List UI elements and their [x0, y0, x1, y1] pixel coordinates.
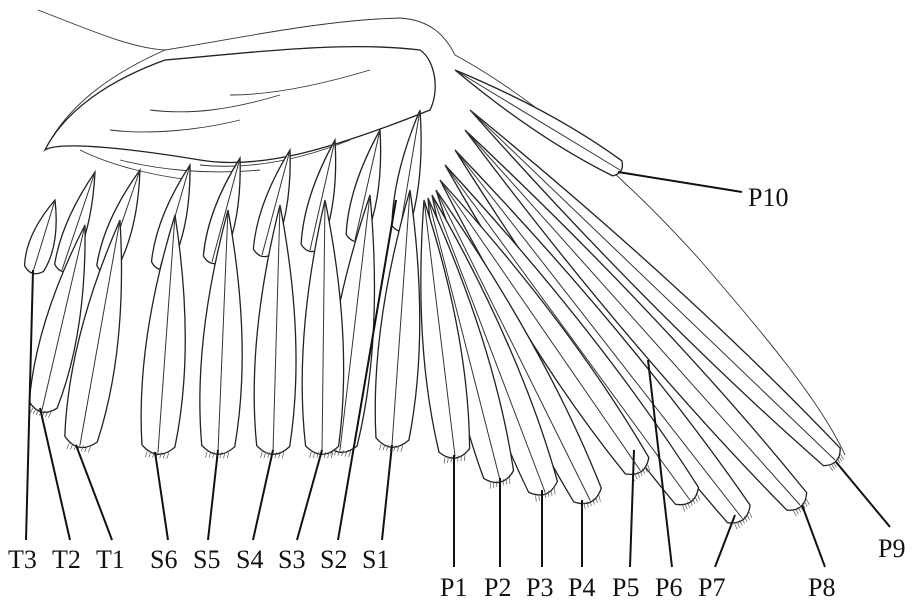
leader-p8: [802, 505, 825, 567]
label-p7: P7: [698, 573, 725, 602]
label-s6: S6: [150, 545, 177, 574]
leader-s6: [155, 452, 168, 540]
leader-s1: [382, 445, 392, 540]
label-p2: P2: [484, 573, 511, 602]
label-s1: S1: [362, 545, 389, 574]
primary-feathers: [421, 70, 844, 529]
label-s5: S5: [193, 545, 220, 574]
tertial-3-feather: [25, 200, 57, 274]
leader-s3: [297, 450, 322, 540]
label-p5: P5: [612, 573, 639, 602]
label-p10: P10: [748, 183, 788, 212]
label-p6: P6: [655, 573, 682, 602]
label-t3: T3: [8, 545, 37, 574]
label-t2: T2: [52, 545, 81, 574]
label-p8: P8: [808, 573, 835, 602]
leader-s5: [208, 450, 218, 540]
leader-p7: [715, 515, 735, 567]
leader-p10: [618, 172, 742, 192]
leader-p9: [836, 462, 890, 527]
label-t1: T1: [96, 545, 125, 574]
secondary-feathers: [25, 190, 420, 459]
label-p1: P1: [440, 573, 467, 602]
label-p9: P9: [878, 534, 905, 563]
label-p4: P4: [568, 573, 595, 602]
label-s3: S3: [278, 545, 305, 574]
leader-s4: [253, 450, 273, 540]
label-s4: S4: [236, 545, 263, 574]
label-p3: P3: [526, 573, 553, 602]
label-s2: S2: [320, 545, 347, 574]
primary-10-feather: [455, 70, 622, 176]
leader-t1: [76, 445, 112, 540]
